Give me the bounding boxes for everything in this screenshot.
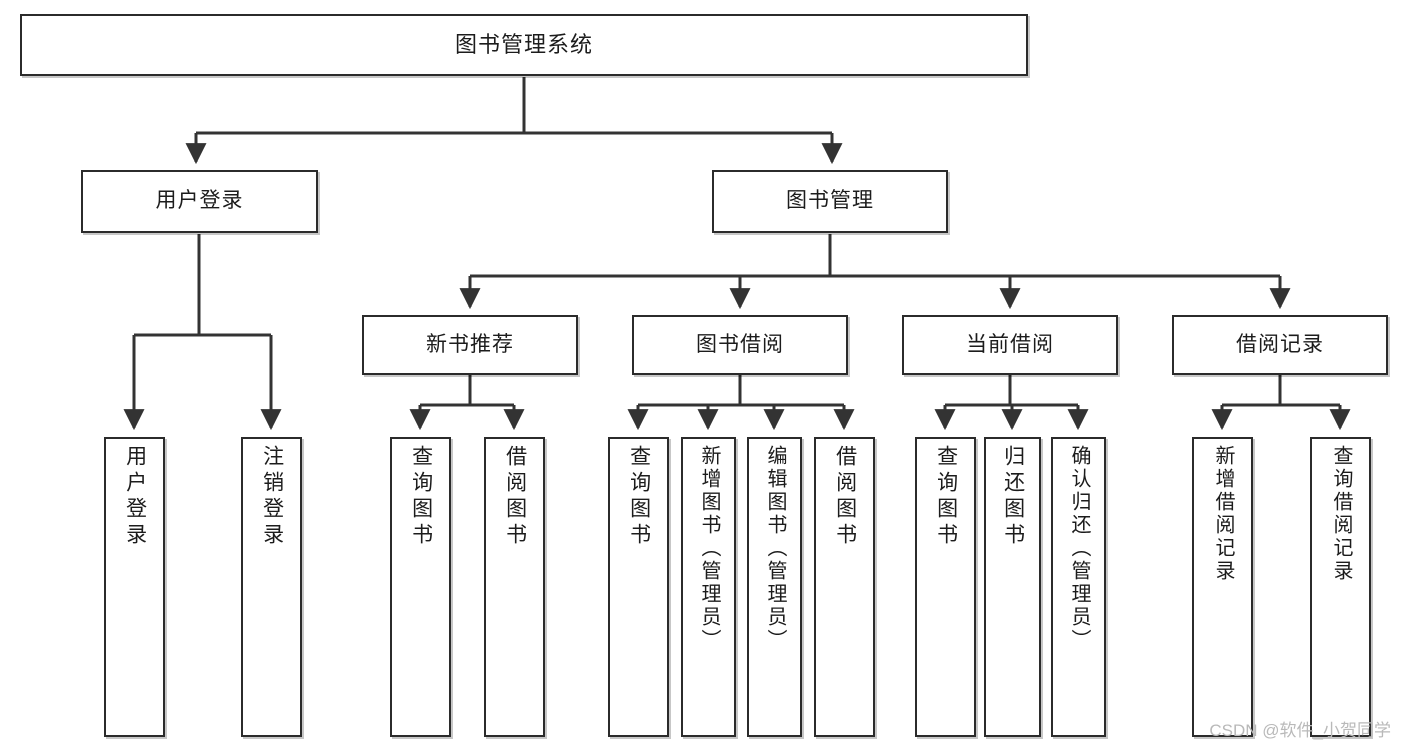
node-leaf-user-login[interactable]: 用户登录 [104, 437, 165, 737]
node-current-borrow[interactable]: 当前借阅 [902, 315, 1118, 375]
node-leaf-borrow-book-1-label: 借阅图书 [503, 445, 527, 549]
node-root-label: 图书管理系统 [454, 32, 593, 58]
node-new-book-rec[interactable]: 新书推荐 [362, 315, 578, 375]
node-leaf-borrow-book-1[interactable]: 借阅图书 [484, 437, 545, 737]
node-leaf-query-record-label: 查询借阅记录 [1330, 445, 1352, 583]
node-leaf-user-logout-label: 注销登录 [260, 445, 284, 549]
node-leaf-add-record-label: 新增借阅记录 [1212, 445, 1234, 583]
node-book-borrow[interactable]: 图书借阅 [632, 315, 848, 375]
node-root[interactable]: 图书管理系统 [20, 14, 1028, 76]
node-leaf-return-book[interactable]: 归还图书 [984, 437, 1041, 737]
node-user-login-label: 用户登录 [155, 189, 244, 213]
node-leaf-borrow-book-2-label: 借阅图书 [833, 445, 857, 549]
node-leaf-confirm-return[interactable]: 确认归还（管理员） [1051, 437, 1106, 737]
node-leaf-edit-book-label: 编辑图书（管理员） [764, 445, 786, 652]
node-leaf-edit-book[interactable]: 编辑图书（管理员） [747, 437, 802, 737]
node-leaf-query-record[interactable]: 查询借阅记录 [1310, 437, 1371, 737]
node-book-manage-label: 图书管理 [786, 189, 874, 213]
node-leaf-add-record[interactable]: 新增借阅记录 [1192, 437, 1253, 737]
node-leaf-query-book-1[interactable]: 查询图书 [390, 437, 451, 737]
node-leaf-query-book-1-label: 查询图书 [409, 445, 433, 549]
node-leaf-add-book-label: 新增图书（管理员） [698, 445, 720, 652]
node-borrow-record-label: 借阅记录 [1236, 332, 1324, 356]
node-book-borrow-label: 图书借阅 [696, 332, 784, 356]
node-leaf-borrow-book-2[interactable]: 借阅图书 [814, 437, 875, 737]
node-leaf-add-book[interactable]: 新增图书（管理员） [681, 437, 736, 737]
node-borrow-record[interactable]: 借阅记录 [1172, 315, 1388, 375]
node-leaf-query-book-2-label: 查询图书 [627, 445, 651, 549]
node-leaf-user-login-label: 用户登录 [123, 445, 147, 549]
node-leaf-query-book-3-label: 查询图书 [934, 445, 958, 549]
node-user-login[interactable]: 用户登录 [81, 170, 318, 233]
node-new-book-rec-label: 新书推荐 [426, 332, 514, 356]
node-leaf-query-book-2[interactable]: 查询图书 [608, 437, 669, 737]
node-leaf-user-logout[interactable]: 注销登录 [241, 437, 302, 737]
node-current-borrow-label: 当前借阅 [966, 332, 1054, 356]
watermark: CSDN @软件_小贺同学 [1209, 721, 1391, 740]
node-leaf-return-book-label: 归还图书 [1001, 445, 1025, 549]
node-leaf-query-book-3[interactable]: 查询图书 [915, 437, 976, 737]
node-book-manage[interactable]: 图书管理 [712, 170, 948, 233]
node-leaf-confirm-return-label: 确认归还（管理员） [1068, 445, 1090, 652]
